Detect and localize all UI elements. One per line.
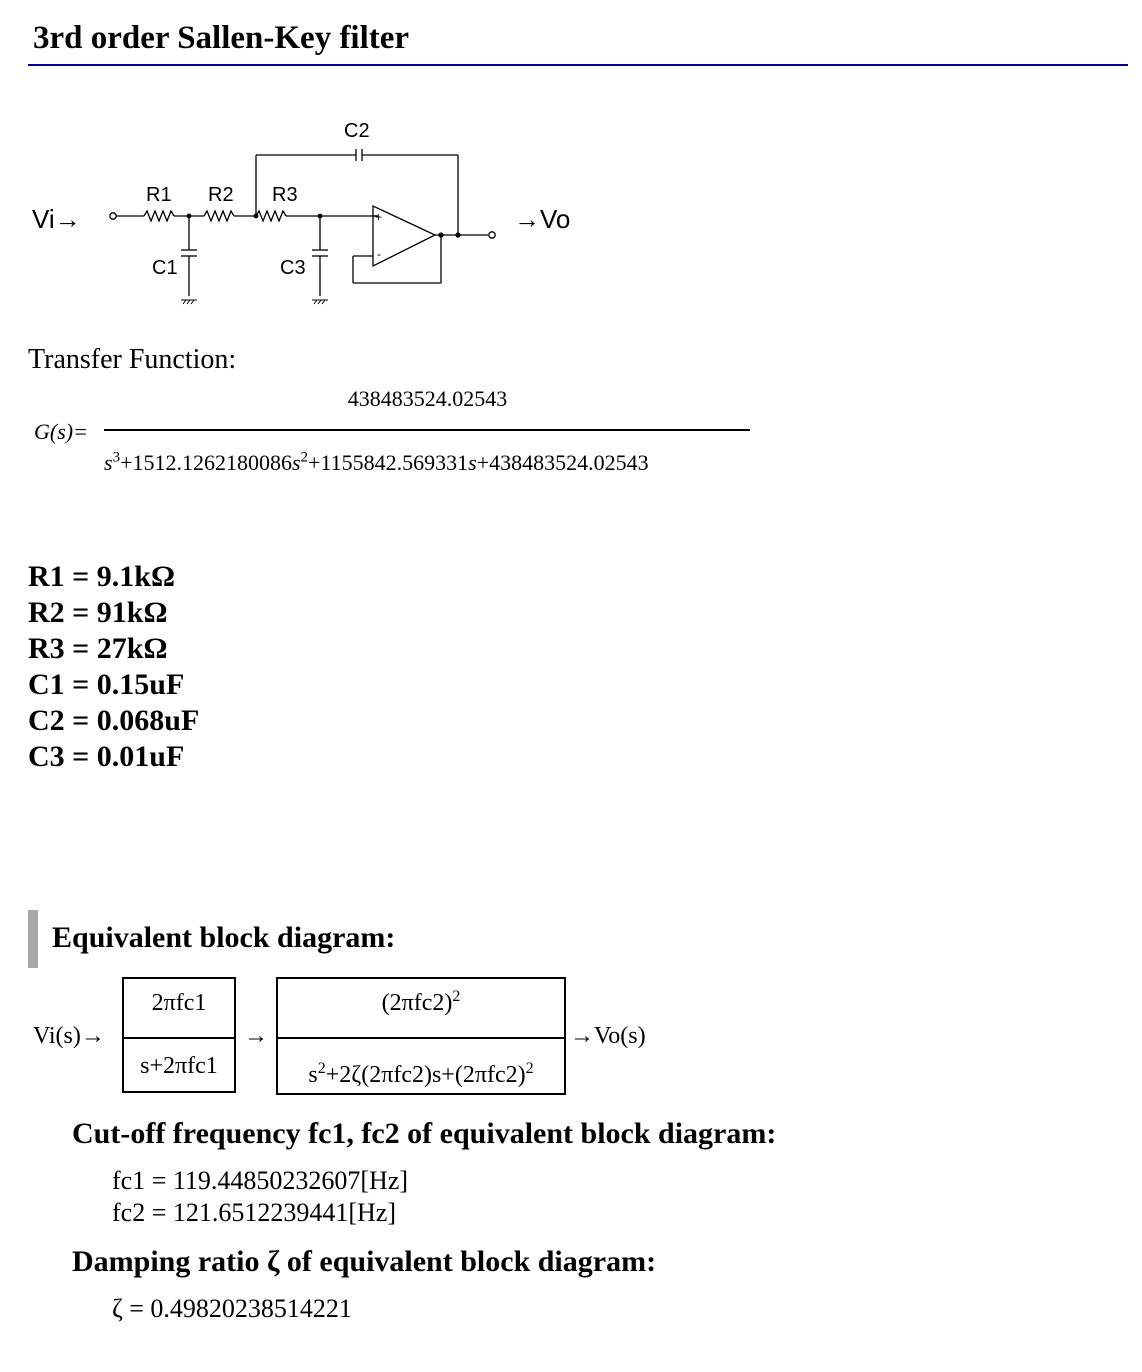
block-2 — [276, 977, 566, 1095]
fraction-bar — [104, 429, 750, 431]
label-r3: R3 — [272, 184, 298, 206]
title-divider — [28, 64, 1128, 66]
svg-text:+: + — [375, 210, 382, 224]
component-c3: C3 = 0.01uF — [28, 740, 185, 773]
resistor-r3 — [255, 209, 287, 223]
component-r1: R1 = 9.1kΩ — [28, 560, 175, 593]
component-c1: C1 = 0.15uF — [28, 668, 185, 701]
component-c2: C2 = 0.068uF — [28, 704, 200, 737]
label-c3: C3 — [280, 257, 306, 279]
transfer-function-denominator: s3+1512.1262180086s2+1155842.569331s+438… — [104, 449, 649, 475]
output-terminal — [488, 231, 496, 239]
component-r3: R3 = 27kΩ — [28, 632, 168, 665]
block-1-fraction-bar — [124, 1037, 234, 1039]
fc2-value: fc2 = 121.6512239441[Hz] — [112, 1198, 396, 1227]
page-title: 3rd order Sallen-Key filter — [33, 20, 410, 56]
label-c2: C2 — [344, 120, 370, 142]
section-marker — [28, 910, 38, 968]
block-1-denominator: s+2πfc1 — [140, 1053, 218, 1079]
block-input-label: Vi(s)→ — [33, 1023, 105, 1049]
input-label: Vi→ — [32, 204, 81, 234]
transfer-function-heading: Transfer Function: — [28, 344, 237, 375]
op-amp — [372, 204, 437, 268]
label-r1: R1 — [146, 184, 172, 206]
transfer-function-lhs: G(s)= — [34, 419, 88, 444]
zeta-value: ζ = 0.49820238514221 — [112, 1294, 352, 1323]
damping-heading: Damping ratio ζ of equivalent block diag… — [72, 1245, 657, 1278]
fc1-value: fc1 = 119.44850232607[Hz] — [112, 1166, 409, 1195]
svg-text:-: - — [377, 247, 381, 261]
output-label: →Vo — [514, 204, 570, 234]
cutoff-heading: Cut-off frequency fc1, fc2 of equivalent… — [72, 1117, 777, 1150]
component-values: R1 = 9.1kΩ R2 = 91kΩ R3 = 27kΩ C1 = 0.15… — [28, 559, 199, 775]
label-r2: R2 — [208, 184, 234, 206]
block-1 — [122, 977, 236, 1093]
block-output-label: →Vo(s) — [570, 1023, 646, 1049]
transfer-function-numerator: 438483524.02543 — [347, 386, 508, 411]
block-arrow: → — [244, 1023, 268, 1049]
resistor-r2 — [203, 209, 235, 223]
component-r2: R2 = 91kΩ — [28, 596, 168, 629]
input-terminal — [109, 212, 117, 220]
block-2-numerator: (2πfc2)2 — [381, 988, 461, 1017]
block-diagram-heading: Equivalent block diagram: — [52, 921, 396, 954]
block-2-fraction-bar — [278, 1037, 564, 1039]
resistor-r1 — [143, 209, 175, 223]
circuit-schematic: + - Vi→ →Vo R1 R2 R3 C1 C2 C3 — [32, 120, 570, 305]
block-1-numerator: 2πfc1 — [151, 990, 207, 1016]
label-c1: C1 — [152, 257, 178, 279]
block-2-denominator: s2+2ζ(2πfc2)s+(2πfc2)2 — [308, 1060, 534, 1089]
